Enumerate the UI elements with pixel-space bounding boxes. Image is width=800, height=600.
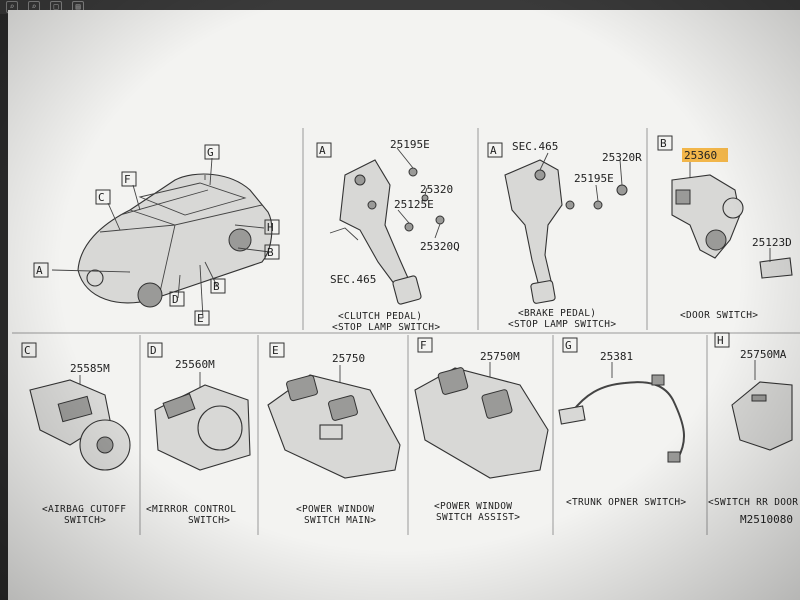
part-number: 25750 (332, 352, 365, 365)
monitor-screen: A B B C D E F G H A 25195E 25320 25125E … (8, 10, 800, 600)
callout-box-h (264, 219, 280, 235)
caption-line2: SWITCH> (188, 515, 230, 526)
callout-box-g (204, 144, 220, 160)
parts-diagram: A B B C D E F G H A 25195E 25320 25125E … (12, 128, 800, 535)
callout-b2: B (267, 246, 274, 259)
callout-box-f (121, 171, 137, 187)
panel-letter: F (420, 339, 427, 352)
callout-box-c (95, 189, 111, 205)
part-number: 25750M (480, 350, 520, 363)
diagram-id: M2510080 (740, 513, 793, 526)
panel-letter: C (24, 344, 31, 357)
caption-line1: <SWITCH RR DOOR (708, 497, 798, 508)
panel-letter: G (565, 339, 572, 352)
part-number: 25320 (420, 183, 453, 196)
callout-h: H (267, 221, 274, 234)
caption-line1: <BRAKE PEDAL) (518, 308, 596, 319)
caption-line2: <STOP LAMP SWITCH> (508, 319, 616, 330)
caption-line2: SWITCH MAIN> (304, 515, 376, 526)
part-number: 25125E (394, 198, 434, 211)
section-ref: SEC.465 (512, 140, 558, 153)
part-number: 25560M (175, 358, 215, 371)
panel-clutch-pedal: A 25195E 25320 25125E 25320Q SEC.465 <CL… (316, 138, 460, 333)
callout-e: E (197, 312, 204, 325)
callout-a: A (36, 264, 43, 277)
caption-line1: <MIRROR CONTROL (146, 504, 236, 515)
panel-letter: D (150, 344, 157, 357)
panel-letter: A (490, 144, 497, 157)
callout-box-e (194, 310, 210, 326)
panel-letter: A (319, 144, 326, 157)
section-ref: SEC.465 (330, 273, 376, 286)
callout-c: C (98, 191, 105, 204)
part-number-highlighted: 25360 (684, 149, 717, 162)
part-number: 25123D (752, 236, 792, 249)
caption-line2: SWITCH ASSIST> (436, 512, 520, 523)
caption-line1: <POWER WINDOW (434, 501, 512, 512)
panel-letter: H (717, 334, 724, 347)
callout-f: F (124, 173, 131, 186)
caption-line1: <POWER WINDOW (296, 504, 374, 515)
panel-airbag-cutoff-switch: C 25585M <AIRBAG CUTOFF SWITCH> (21, 342, 131, 526)
panel-brake-pedal: A SEC.465 25320R 25195E <BRAKE PEDAL) <S… (487, 140, 642, 330)
callout-g: G (207, 146, 214, 159)
panel-mirror-control-switch: D 25560M <MIRROR CONTROL SWITCH> (146, 342, 251, 526)
caption-line1: <TRUNK OPNER SWITCH> (566, 497, 686, 508)
part-number: 25585M (70, 362, 110, 375)
panel-power-window-switch-assist: F 25750M <POWER WINDOW SWITCH ASSIST> (414, 337, 549, 523)
vehicle-overview (51, 157, 273, 319)
part-number: 25750MA (740, 348, 787, 361)
caption-line2: <STOP LAMP SWITCH> (332, 322, 440, 333)
part-number: 25320Q (420, 240, 460, 253)
caption-line1: <CLUTCH PEDAL) (338, 311, 422, 322)
panel-switch-rr-door: H 25750MA <SWITCH RR DOOR (708, 332, 798, 508)
caption-line2: SWITCH> (64, 515, 106, 526)
part-number: 25195E (390, 138, 430, 151)
part-number: 25381 (600, 350, 633, 363)
panel-trunk-opener-switch: G 25381 <TRUNK OPNER SWITCH> (558, 337, 686, 508)
panel-letter: B (660, 137, 667, 150)
callout-box-b2 (264, 244, 280, 260)
callout-box-b1 (210, 278, 226, 294)
callout-d: D (172, 293, 179, 306)
part-number: 25320R (602, 151, 642, 164)
panel-door-switch: B 25360 25123D <DOOR SWITCH> (657, 135, 793, 321)
callout-box-d (169, 291, 185, 307)
part-number: 25195E (574, 172, 614, 185)
panel-power-window-switch-main: E 25750 <POWER WINDOW SWITCH MAIN> (267, 342, 401, 526)
highlight-marker (682, 148, 728, 162)
caption-line1: <AIRBAG CUTOFF (42, 504, 126, 515)
caption-line1: <DOOR SWITCH> (680, 310, 758, 321)
callout-b1: B (213, 280, 220, 293)
callout-box-a (33, 262, 49, 278)
panel-letter: E (272, 344, 279, 357)
